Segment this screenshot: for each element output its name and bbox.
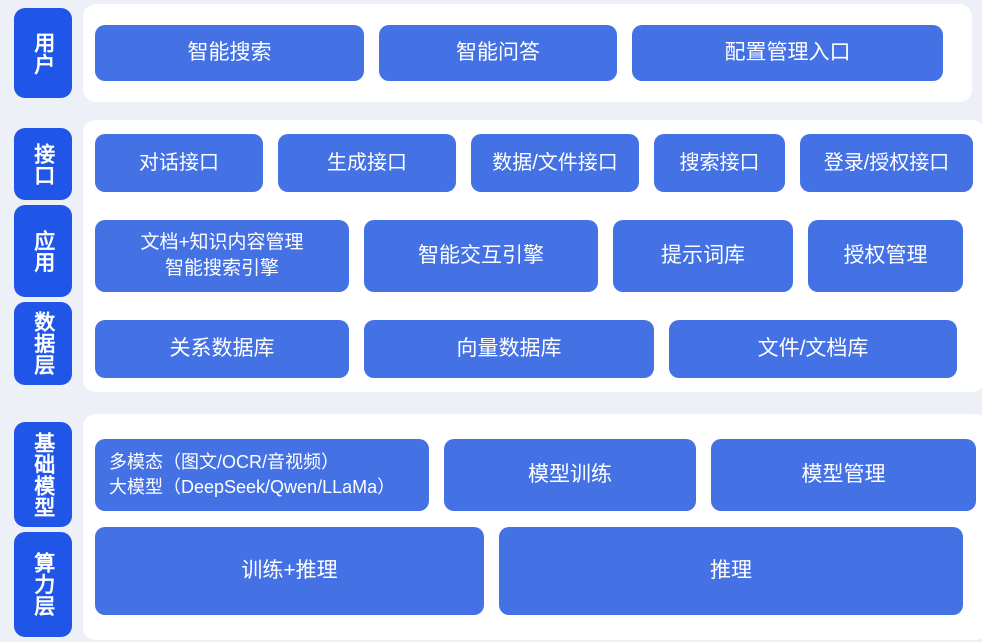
- box-document-knowledge-management[interactable]: 文档+知识内容管理 智能搜索引擎: [95, 220, 349, 292]
- panel-middle: 对话接口 生成接口 数据/文件接口 搜索接口 登录/授权接口 文档+知识内容管理…: [83, 120, 982, 392]
- user-feature-row: 智能搜索 智能问答 配置管理入口: [95, 25, 960, 81]
- box-search-api[interactable]: 搜索接口: [654, 134, 785, 192]
- box-relational-database[interactable]: 关系数据库: [95, 320, 349, 378]
- data-row: 关系数据库 向量数据库 文件/文档库: [95, 320, 973, 378]
- layer-pill-base-model[interactable]: 基础模型: [14, 422, 72, 527]
- box-smart-interaction-engine[interactable]: 智能交互引擎: [364, 220, 598, 292]
- rail-base: 基础模型 算力层: [14, 414, 72, 640]
- box-smart-qa[interactable]: 智能问答: [379, 25, 617, 81]
- layer-pill-application[interactable]: 应用: [14, 205, 72, 297]
- band-base: 基础模型 算力层 多模态（图文/OCR/音视频） 大模型（DeepSeek/Qw…: [0, 414, 982, 640]
- layer-pill-data[interactable]: 数据层: [14, 302, 72, 385]
- box-multimodal-large-model[interactable]: 多模态（图文/OCR/音视频） 大模型（DeepSeek/Qwen/LLaMa）: [95, 439, 429, 511]
- box-authorization-management[interactable]: 授权管理: [808, 220, 963, 292]
- band-user: 用户 智能搜索 智能问答 配置管理入口: [0, 4, 982, 102]
- panel-user: 智能搜索 智能问答 配置管理入口: [83, 4, 972, 102]
- box-model-management[interactable]: 模型管理: [711, 439, 976, 511]
- box-vector-database[interactable]: 向量数据库: [364, 320, 654, 378]
- layer-pill-interface[interactable]: 接口: [14, 128, 72, 200]
- rail-middle: 接口 应用 数据层: [14, 120, 72, 392]
- band-middle: 接口 应用 数据层 对话接口 生成接口 数据/文件接口 搜索接口 登录/授权接口…: [0, 120, 982, 392]
- box-training-plus-inference[interactable]: 训练+推理: [95, 527, 484, 615]
- box-prompt-library[interactable]: 提示词库: [613, 220, 793, 292]
- box-model-training[interactable]: 模型训练: [444, 439, 696, 511]
- rail-user: 用户: [14, 4, 72, 102]
- box-generation-api[interactable]: 生成接口: [278, 134, 456, 192]
- box-config-management-entry[interactable]: 配置管理入口: [632, 25, 943, 81]
- box-inference[interactable]: 推理: [499, 527, 963, 615]
- application-row: 文档+知识内容管理 智能搜索引擎 智能交互引擎 提示词库 授权管理: [95, 220, 973, 292]
- box-data-file-api[interactable]: 数据/文件接口: [471, 134, 639, 192]
- box-login-auth-api[interactable]: 登录/授权接口: [800, 134, 973, 192]
- layer-pill-user[interactable]: 用户: [14, 8, 72, 98]
- box-file-document-store[interactable]: 文件/文档库: [669, 320, 957, 378]
- box-smart-search[interactable]: 智能搜索: [95, 25, 364, 81]
- box-dialog-api[interactable]: 对话接口: [95, 134, 263, 192]
- compute-row: 训练+推理 推理: [95, 527, 976, 615]
- panel-base: 多模态（图文/OCR/音视频） 大模型（DeepSeek/Qwen/LLaMa）…: [83, 414, 982, 640]
- layer-pill-compute[interactable]: 算力层: [14, 532, 72, 637]
- interface-row: 对话接口 生成接口 数据/文件接口 搜索接口 登录/授权接口: [95, 134, 973, 192]
- model-row: 多模态（图文/OCR/音视频） 大模型（DeepSeek/Qwen/LLaMa）…: [95, 439, 976, 511]
